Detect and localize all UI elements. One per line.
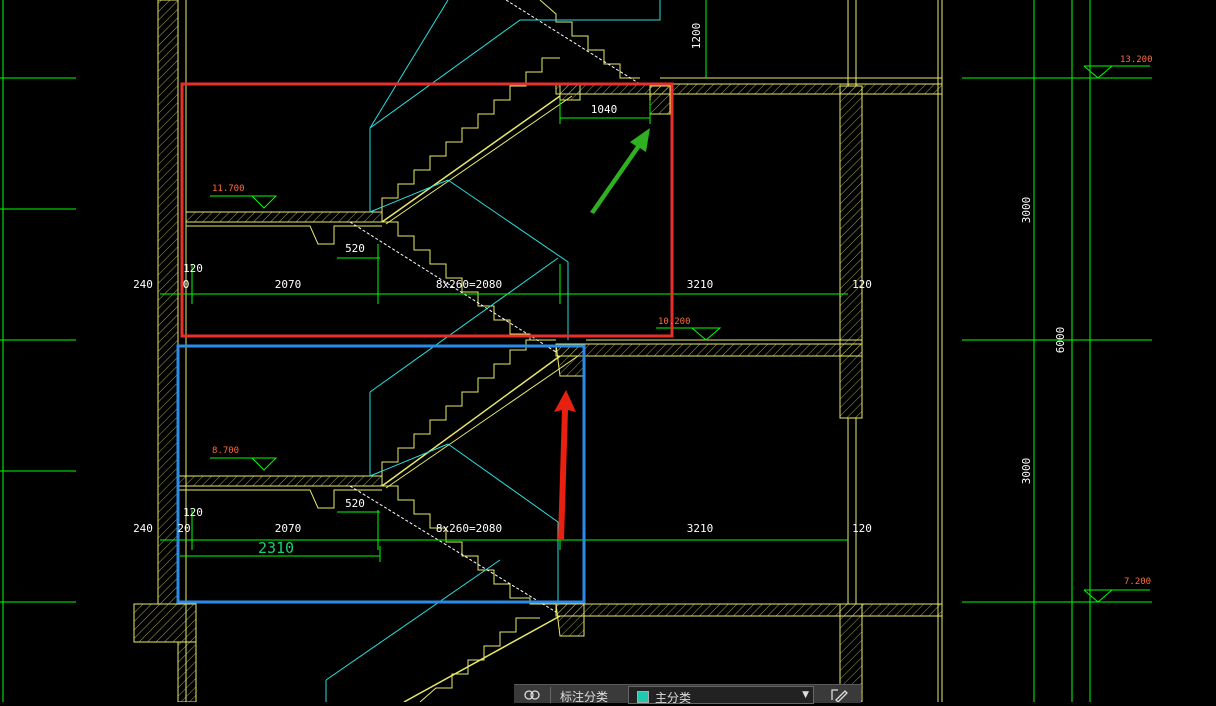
dim-upper-span: 3210 bbox=[687, 278, 714, 291]
dim-landing-width: 1040 bbox=[591, 103, 618, 116]
chevron-down-icon[interactable]: ▼ bbox=[802, 690, 809, 700]
dimension-texts: 1200 1040 520 240 120 0 2070 8x260=2080 … bbox=[133, 23, 1067, 535]
category-select-value: 主分类 bbox=[655, 691, 692, 705]
projection-lines bbox=[325, 0, 661, 702]
dim-lower-landing-520: 520 bbox=[345, 497, 365, 510]
category-color-swatch bbox=[637, 691, 649, 703]
left-wall bbox=[133, 0, 197, 702]
elevation-texts: 13.200 11.700 10.200 8.700 7.200 bbox=[212, 55, 1153, 587]
elevation-top-right: 13.200 bbox=[1120, 55, 1153, 65]
layers-icon[interactable] bbox=[524, 689, 540, 701]
dimension-lines bbox=[160, 0, 848, 562]
dim-lower-span: 3210 bbox=[687, 522, 714, 535]
elevation-bottom-right: 7.200 bbox=[1124, 577, 1151, 587]
left-grid-lines bbox=[0, 0, 76, 702]
highlight-box-blue bbox=[176, 344, 586, 604]
dim-upper-run: 2070 bbox=[275, 278, 302, 291]
elevation-mid-floor: 10.200 bbox=[658, 317, 691, 327]
elevation-upper-landing: 11.700 bbox=[212, 184, 245, 194]
dim-right-3000-top: 3000 bbox=[1020, 197, 1033, 224]
elevation-lower-landing: 8.700 bbox=[212, 446, 239, 456]
dim-lower-wall-120: 120 bbox=[183, 506, 203, 519]
dim-upper-right-120: 120 bbox=[852, 278, 872, 291]
landings bbox=[177, 211, 383, 509]
dimension-style-toolbar: 标注分类 主分类 ▼ bbox=[514, 684, 861, 705]
dim-lower-run: 2070 bbox=[275, 522, 302, 535]
dim-lower-right-120: 120 bbox=[852, 522, 872, 535]
dim-new-length: 2310 bbox=[258, 539, 294, 557]
dim-upper-flight: 8x260=2080 bbox=[436, 278, 502, 291]
dim-upper-offset-left: 240 bbox=[133, 278, 153, 291]
stair-stringers bbox=[555, 83, 671, 637]
red-arrow bbox=[554, 390, 576, 540]
stair-flights bbox=[349, 0, 641, 702]
edit-icon[interactable] bbox=[830, 688, 848, 702]
dim-right-6000: 6000 bbox=[1054, 327, 1067, 354]
floor-slabs bbox=[555, 77, 943, 617]
toolbar-separator bbox=[550, 687, 551, 703]
dim-lower-flight: 8x260=2080 bbox=[436, 522, 502, 535]
dim-lower-twenty: 20 bbox=[177, 522, 190, 535]
dim-upper-wall-120: 120 bbox=[183, 262, 203, 275]
category-select[interactable]: 主分类 ▼ bbox=[628, 686, 814, 705]
dim-lower-offset-left: 240 bbox=[133, 522, 153, 535]
dim-right-3000-bottom: 3000 bbox=[1020, 458, 1033, 485]
dimension-category-label: 标注分类 bbox=[560, 690, 609, 704]
highlight-box-red bbox=[180, 82, 674, 338]
green-arrow bbox=[590, 128, 650, 214]
elevation-markers bbox=[210, 65, 1150, 603]
right-grid-lines bbox=[962, 0, 1152, 702]
right-walls bbox=[839, 0, 943, 702]
dim-upper-zero: 0 bbox=[183, 278, 190, 291]
dim-lower-landing-width: 520 bbox=[345, 242, 365, 255]
dim-top-vertical: 1200 bbox=[690, 23, 703, 50]
